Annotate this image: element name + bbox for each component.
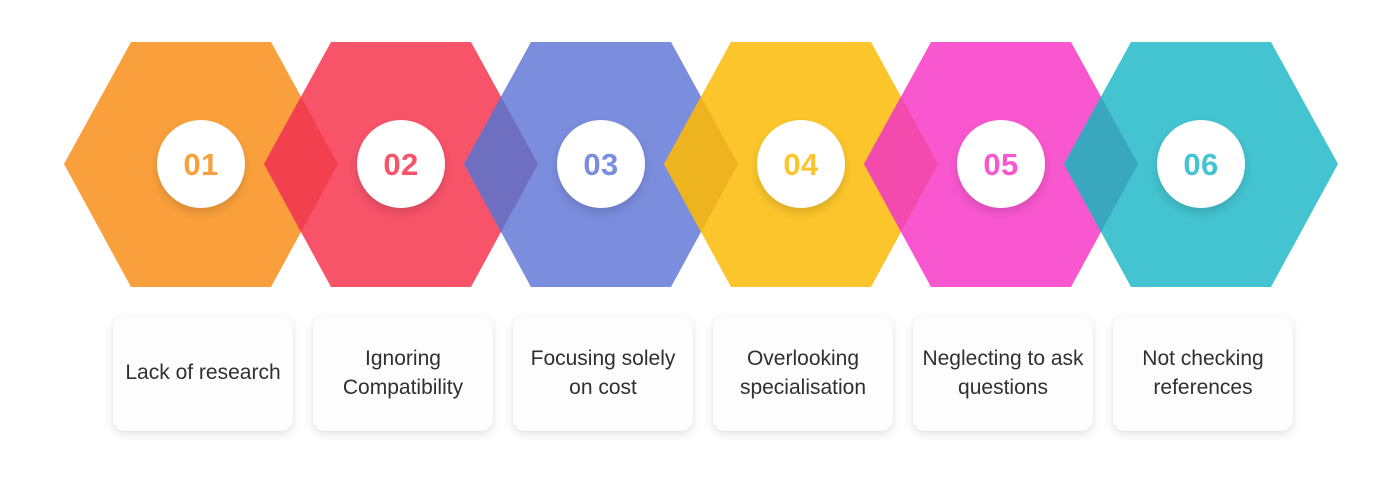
step-card-label: Not checking references xyxy=(1142,346,1264,399)
step-badge-04[interactable]: 04 xyxy=(757,120,845,208)
step-card-03[interactable]: Focusing solely on cost xyxy=(513,316,693,431)
step-card-02[interactable]: Ignoring Compatibility xyxy=(313,316,493,431)
step-card-04[interactable]: Overlooking specialisation xyxy=(713,316,893,431)
step-card-05[interactable]: Neglecting to ask questions xyxy=(913,316,1093,431)
step-number-label: 03 xyxy=(583,146,619,182)
step-badge-05[interactable]: 05 xyxy=(957,120,1045,208)
step-card-01[interactable]: Lack of research xyxy=(113,316,293,431)
step-number-label: 04 xyxy=(783,146,819,182)
step-card-label: Lack of research xyxy=(125,361,281,385)
step-badge-02[interactable]: 02 xyxy=(357,120,445,208)
step-number-label: 02 xyxy=(383,146,419,182)
step-card-label: Neglecting to ask questions xyxy=(922,346,1084,399)
step-badge-01[interactable]: 01 xyxy=(157,120,245,208)
step-badge-06[interactable]: 06 xyxy=(1157,120,1245,208)
step-badge-03[interactable]: 03 xyxy=(557,120,645,208)
step-number-label: 06 xyxy=(1183,146,1219,182)
label-card-layer: Lack of research Ignoring Compatibility Fo… xyxy=(0,316,1400,434)
step-card-06[interactable]: Not checking references xyxy=(1113,316,1293,431)
step-number-label: 01 xyxy=(183,146,219,182)
step-card-label: Ignoring Compatibility xyxy=(342,346,464,399)
step-card-label: Focusing solely on cost xyxy=(530,346,676,399)
step-number-label: 05 xyxy=(983,146,1019,182)
step-card-label: Overlooking specialisation xyxy=(739,346,867,399)
